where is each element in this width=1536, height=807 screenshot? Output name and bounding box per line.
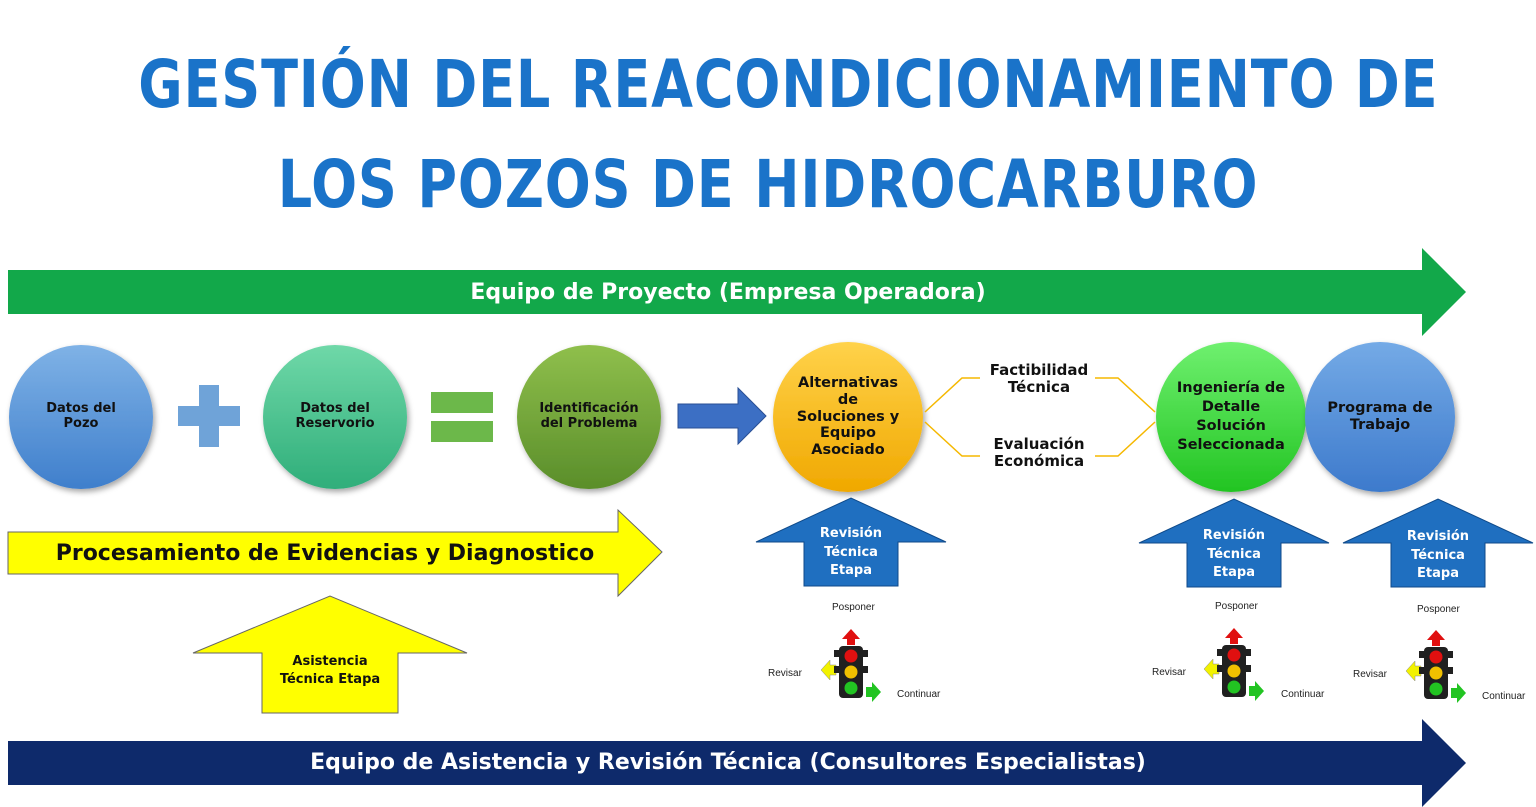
traffic-light-icon-1 <box>820 629 881 702</box>
project-team-arrow <box>8 248 1466 336</box>
ingenieria-label: Ingeniería de Detalle Solución Seleccion… <box>1176 380 1286 453</box>
revisar-label-2: Revisar <box>1152 667 1186 678</box>
review-label-1: Revisión Técnica Etapa <box>819 525 883 579</box>
continuar-label-2: Continuar <box>1281 689 1325 700</box>
datos-pozo-label: Datos del Pozo <box>46 401 116 431</box>
revisar-label-3: Revisar <box>1353 669 1387 680</box>
factibilidad-label: Factibilidad Técnica <box>989 360 1089 396</box>
alternativas-label: Alternativas de Soluciones y Equipo Asoc… <box>796 375 900 458</box>
review-arrow-3 <box>1342 498 1534 588</box>
datos-reservorio-label: Datos del Reservorio <box>295 401 375 431</box>
processing-arrow <box>7 508 663 598</box>
title-line-2: LOS POZOS DE HIDROCARBURO <box>277 146 1259 223</box>
posponer-label-1: Posponer <box>832 602 875 613</box>
title-line-1: GESTIÓN DEL REACONDICIONAMIENTO DE <box>138 46 1439 123</box>
programa-label: Programa de Trabajo <box>1327 400 1433 433</box>
continuar-label-1: Continuar <box>897 689 941 700</box>
review-arrow-2 <box>1138 498 1330 588</box>
traffic-light-icon-2 <box>1203 628 1264 701</box>
assistance-label: Asistencia Técnica Etapa <box>279 653 381 687</box>
processing-label: Procesamiento de Evidencias y Diagnostic… <box>55 541 595 567</box>
assistance-arrow <box>192 595 468 714</box>
review-label-2: Revisión Técnica Etapa <box>1202 527 1266 581</box>
datos-reservorio-node <box>263 345 407 489</box>
equals-icon <box>431 392 493 442</box>
project-team-label: Equipo de Proyecto (Empresa Operadora) <box>470 280 986 306</box>
posponer-label-2: Posponer <box>1215 601 1258 612</box>
identificacion-node <box>517 345 661 489</box>
to-alternatives-arrow <box>677 386 767 446</box>
traffic-light-icon-3 <box>1405 630 1466 703</box>
posponer-label-3: Posponer <box>1417 604 1460 615</box>
plus-icon <box>178 385 240 447</box>
continuar-label-3: Continuar <box>1482 691 1526 702</box>
consultants-team-arrow <box>8 719 1466 807</box>
evaluacion-label: Evaluación Económica <box>993 434 1085 470</box>
branch-connectors <box>924 377 1156 457</box>
revisar-label-1: Revisar <box>768 668 802 679</box>
identificacion-label: Identificación del Problema <box>539 401 639 431</box>
datos-pozo-node <box>9 345 153 489</box>
review-label-3: Revisión Técnica Etapa <box>1406 528 1470 582</box>
review-arrow-1 <box>755 497 947 587</box>
alternativas-node <box>773 342 923 492</box>
ingenieria-node <box>1156 342 1306 492</box>
consultants-team-label: Equipo de Asistencia y Revisión Técnica … <box>310 750 1146 776</box>
programa-node <box>1305 342 1455 492</box>
